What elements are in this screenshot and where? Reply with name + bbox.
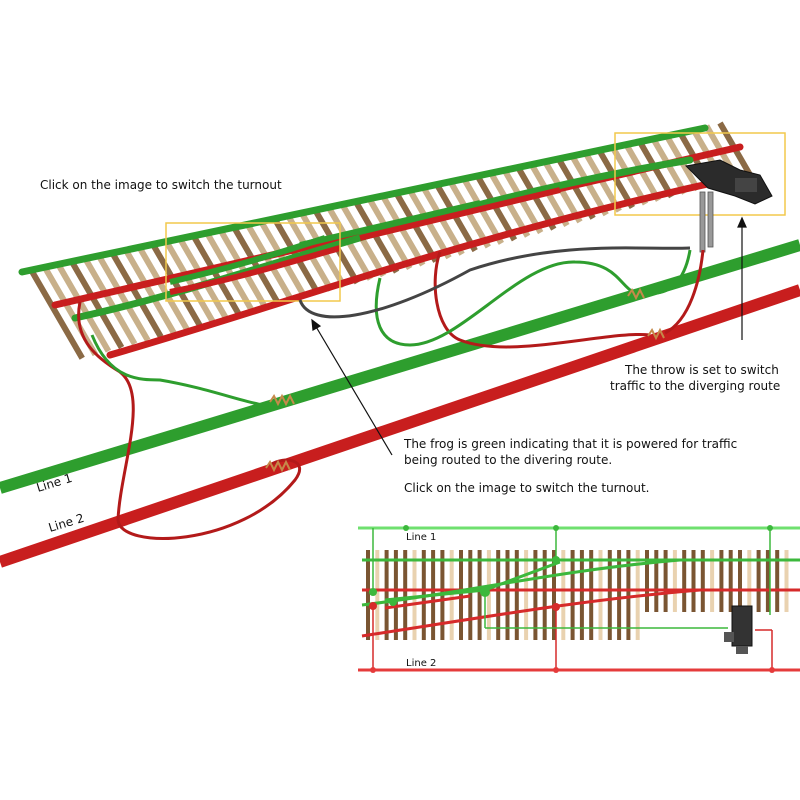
- tie: [203, 229, 256, 314]
- tie: [54, 260, 112, 353]
- inset-line-2-label: Line 2: [406, 658, 436, 669]
- inset-tie: [598, 550, 603, 640]
- tie: [95, 252, 151, 342]
- inset-tie: [756, 550, 761, 612]
- inset-tie: [477, 550, 482, 640]
- caption-throw-1: The throw is set to switch: [624, 363, 779, 377]
- inset-tie: [626, 550, 631, 640]
- inset-tie: [672, 550, 677, 612]
- inset-schematic[interactable]: Line 1 Line 2: [356, 522, 800, 680]
- inset-tie: [514, 550, 519, 640]
- points-highlight-box: [165, 222, 341, 302]
- turnout-3d[interactable]: [18, 121, 786, 360]
- tie: [162, 238, 216, 324]
- caption-click-again: Click on the image to switch the turnout…: [404, 481, 649, 495]
- inset-switch-machine[interactable]: [724, 605, 753, 654]
- inset-tie: [459, 550, 463, 640]
- inset-points-red: [384, 594, 471, 610]
- tie: [40, 263, 98, 357]
- straight-outer-rail: [18, 124, 709, 276]
- inset-tie: [393, 550, 398, 640]
- inset-tie: [375, 550, 380, 640]
- inset-tie: [719, 550, 724, 612]
- tie: [216, 226, 269, 310]
- diverging-outer-rail: [71, 156, 694, 322]
- inset-tie: [728, 550, 733, 612]
- inset-tie: [682, 550, 687, 612]
- track-ties: [27, 121, 753, 360]
- inset-tie: [533, 550, 538, 640]
- inset-tie: [775, 550, 780, 612]
- inset-tie: [561, 550, 566, 640]
- inset-tie: [366, 550, 370, 640]
- inset-tie: [738, 550, 742, 612]
- feeder-wires: [77, 246, 705, 540]
- caption-throw-2: traffic to the diverging route: [610, 379, 780, 393]
- splice-3: [627, 287, 645, 301]
- annotation-arrows: [311, 216, 747, 456]
- inset-tie: [700, 550, 705, 612]
- frog-red: [359, 187, 561, 241]
- tie: [27, 266, 85, 360]
- tie: [176, 235, 229, 321]
- bus-line-2: [0, 284, 800, 568]
- rails: [18, 124, 744, 359]
- inset-tie: [384, 550, 389, 640]
- inset-tie: [579, 550, 584, 640]
- tie: [81, 255, 138, 346]
- tie: [135, 243, 190, 332]
- inset-tie: [617, 550, 622, 640]
- tie: [108, 249, 164, 339]
- inset-tie: [784, 550, 789, 612]
- inset-tie: [505, 550, 510, 640]
- inset-tie: [710, 550, 715, 612]
- inset-tie: [542, 550, 547, 640]
- inset-line-1-label: Line 1: [406, 532, 436, 543]
- splice-4: [647, 327, 665, 341]
- inset-tie: [645, 550, 649, 612]
- bus-wires: [0, 239, 800, 568]
- inset-tie: [607, 550, 612, 640]
- inset-tie: [654, 550, 659, 612]
- inset-tie: [747, 550, 752, 612]
- inset-tie: [449, 550, 454, 640]
- tie: [230, 223, 282, 306]
- caption-frog-1: The frog is green indicating that it is …: [403, 437, 737, 451]
- caption-top-left: Click on the image to switch the turnout: [40, 178, 282, 192]
- inset-tie: [589, 550, 594, 640]
- tie: [149, 240, 203, 328]
- tie: [67, 257, 125, 349]
- inset-tie: [691, 550, 696, 612]
- inset-connection-dots: [369, 525, 775, 673]
- tie: [122, 246, 177, 335]
- point-rail-red: [169, 245, 341, 295]
- caption-frog-2: being routed to the divering route.: [404, 453, 612, 467]
- splice-1: [269, 393, 295, 407]
- switch-machine[interactable]: [684, 159, 773, 253]
- splice-2: [265, 459, 291, 473]
- inset-tie: [570, 550, 575, 640]
- inset-tie: [412, 550, 417, 640]
- inset-tie: [496, 550, 501, 640]
- inset-tie: [552, 550, 556, 640]
- inset-tie: [403, 550, 408, 640]
- inset-tie: [468, 550, 473, 640]
- bus-line-1: [0, 239, 800, 494]
- inset-tie: [765, 550, 770, 612]
- inset-tie: [663, 550, 668, 612]
- inset-tie: [524, 550, 529, 640]
- wire-splices: [265, 287, 665, 473]
- frog-green: [299, 200, 481, 248]
- inset-diverging-red: [361, 588, 790, 638]
- diverging-inner-rail: [106, 174, 739, 359]
